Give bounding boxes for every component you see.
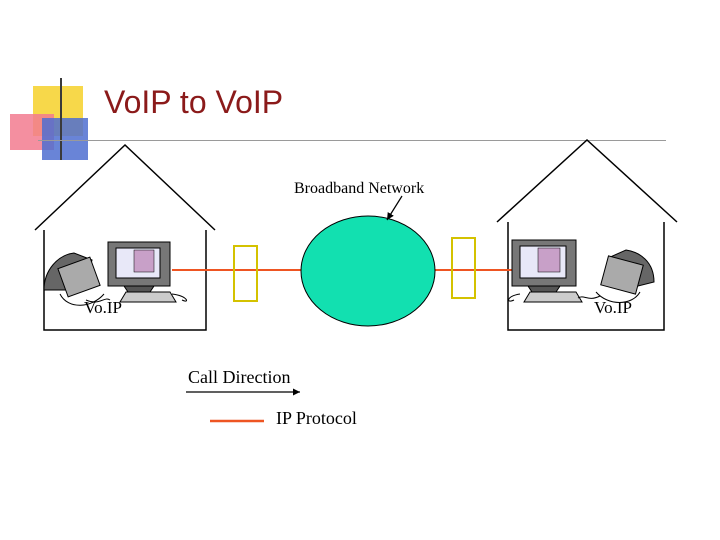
right-telephone-icon <box>577 249 655 303</box>
broadband-network-ellipse <box>300 215 436 327</box>
left-placeholder-glyph-icon <box>233 245 258 302</box>
title-deco-blue-square <box>42 118 88 160</box>
right-endpoint-label: Vo.IP <box>594 298 632 317</box>
left-computer-icon <box>107 241 188 303</box>
right-placeholder-glyph-icon <box>451 237 476 299</box>
title-underline <box>38 140 666 141</box>
network-pointer-arrow-icon <box>386 195 403 221</box>
call-direction-label: Call Direction <box>188 367 291 387</box>
title-deco-vertical-line <box>60 78 62 160</box>
right-computer-icon <box>508 239 583 303</box>
slide-title: VoIP to VoIP <box>104 84 284 120</box>
left-endpoint-label: Vo.IP <box>84 298 122 317</box>
ip-protocol-label: IP Protocol <box>276 408 357 428</box>
network-label: Broadband Network <box>294 180 425 197</box>
right-house-outline-icon <box>496 138 678 331</box>
left-telephone-icon <box>43 252 111 306</box>
left-house-outline-icon <box>34 143 216 331</box>
